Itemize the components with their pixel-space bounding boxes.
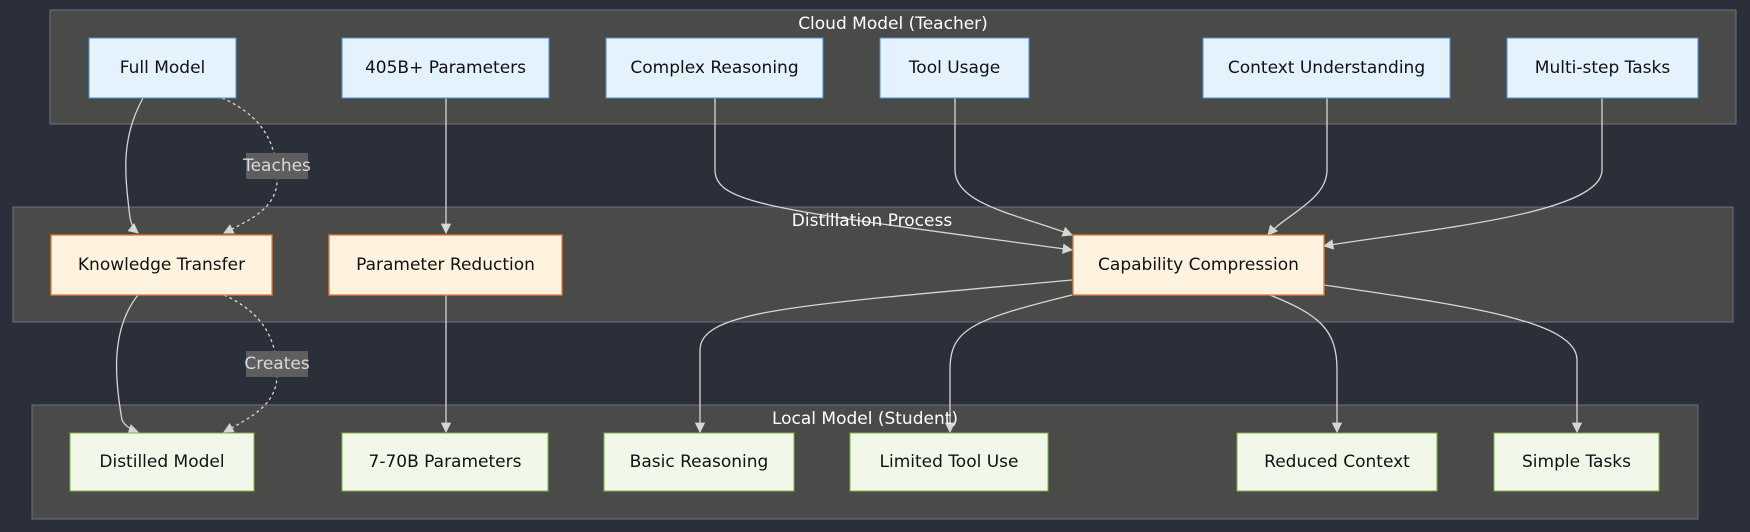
node-parameter-reduction-label: Parameter Reduction bbox=[356, 255, 535, 275]
node-complex-reasoning-label: Complex Reasoning bbox=[630, 58, 798, 78]
edge-label-teaches: Teaches bbox=[242, 153, 311, 179]
node-7-70b-parameters[interactable]: 7-70B Parameters bbox=[341, 432, 549, 492]
node-limited-tool-use-label: Limited Tool Use bbox=[880, 452, 1019, 472]
node-context-understanding[interactable]: Context Understanding bbox=[1202, 37, 1451, 99]
node-simple-tasks[interactable]: Simple Tasks bbox=[1493, 432, 1660, 492]
node-context-understanding-label: Context Understanding bbox=[1228, 58, 1425, 78]
node-full-model[interactable]: Full Model bbox=[88, 37, 237, 99]
edges bbox=[115, 97, 1603, 434]
edge-tool-usage-to-capability-compression bbox=[954, 98, 1073, 237]
node-capability-compression[interactable]: Capability Compression bbox=[1072, 234, 1325, 296]
edge-capability-compression-to-limited-tool-use bbox=[944, 294, 1073, 434]
node-reduced-context[interactable]: Reduced Context bbox=[1236, 432, 1438, 492]
edge-label-creates: Creates bbox=[244, 351, 310, 377]
node-distilled-model-label: Distilled Model bbox=[99, 452, 224, 472]
node-tool-usage-label: Tool Usage bbox=[908, 58, 1000, 78]
edge-full-model-to-knowledge-transfer bbox=[125, 97, 144, 234]
node-reduced-context-label: Reduced Context bbox=[1264, 452, 1410, 472]
node-405b-parameters-label: 405B+ Parameters bbox=[365, 58, 526, 78]
node-distilled-model[interactable]: Distilled Model bbox=[69, 432, 255, 492]
edge-label-teaches-text: Teaches bbox=[242, 156, 311, 176]
cluster-process bbox=[12, 206, 1734, 323]
cluster-student-title: Local Model (Student) bbox=[772, 409, 958, 429]
cluster-teacher-title: Cloud Model (Teacher) bbox=[798, 14, 988, 34]
edge-capability-compression-to-reduced-context bbox=[1269, 294, 1343, 434]
cluster-process-title: Distillation Process bbox=[792, 211, 953, 231]
node-tool-usage[interactable]: Tool Usage bbox=[879, 37, 1030, 99]
node-knowledge-transfer-label: Knowledge Transfer bbox=[78, 255, 245, 275]
node-complex-reasoning[interactable]: Complex Reasoning bbox=[605, 37, 824, 99]
node-basic-reasoning[interactable]: Basic Reasoning bbox=[603, 432, 795, 492]
edge-label-creates-text: Creates bbox=[244, 354, 309, 374]
edge-context-understanding-to-capability-compression bbox=[1267, 98, 1328, 236]
node-full-model-label: Full Model bbox=[120, 58, 206, 78]
node-basic-reasoning-label: Basic Reasoning bbox=[630, 452, 769, 472]
node-405b-parameters[interactable]: 405B+ Parameters bbox=[341, 37, 550, 99]
node-limited-tool-use[interactable]: Limited Tool Use bbox=[849, 432, 1049, 492]
node-multi-step-tasks[interactable]: Multi-step Tasks bbox=[1506, 37, 1699, 99]
edge-complex-reasoning-to-capability-compression bbox=[714, 98, 1074, 254]
edge-knowledge-transfer-to-distilled-model bbox=[115, 294, 139, 434]
edge-capability-compression-to-basic-reasoning bbox=[694, 279, 1073, 434]
node-multi-step-tasks-label: Multi-step Tasks bbox=[1535, 58, 1671, 78]
edge-full-model-teaches-knowledge-transfer bbox=[221, 97, 278, 234]
node-parameter-reduction[interactable]: Parameter Reduction bbox=[328, 234, 563, 296]
node-capability-compression-label: Capability Compression bbox=[1098, 255, 1299, 275]
node-simple-tasks-label: Simple Tasks bbox=[1522, 452, 1631, 472]
node-7-70b-parameters-label: 7-70B Parameters bbox=[369, 452, 522, 472]
edge-multi-step-tasks-to-capability-compression bbox=[1322, 98, 1603, 250]
edge-capability-compression-to-simple-tasks bbox=[1323, 284, 1583, 434]
node-knowledge-transfer[interactable]: Knowledge Transfer bbox=[50, 234, 273, 296]
